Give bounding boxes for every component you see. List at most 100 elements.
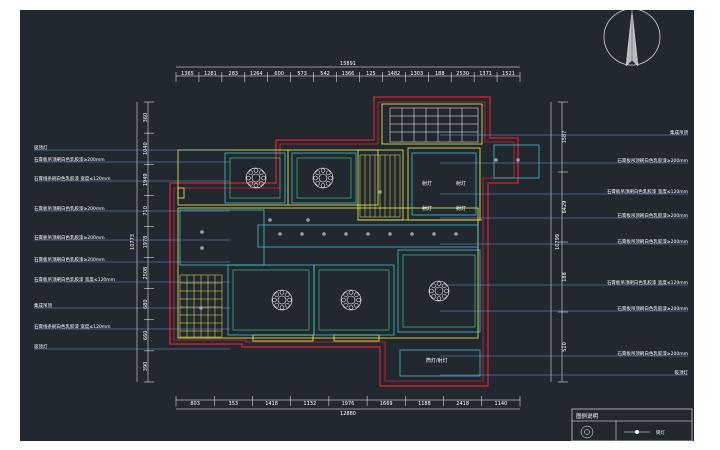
left-annotation-1: 吸顶灯 (34, 144, 48, 151)
right-dims-label: 510 (562, 342, 568, 352)
left-annotation-3: 石膏线条刷白色乳胶漆 宽度≤120mm (34, 175, 111, 182)
right-annotation-1: 集成吊顶 (670, 129, 688, 136)
top-overall-dim: 15891 (340, 61, 356, 67)
right-annotation-7: 石膏板吊顶刷白色乳胶漆≥200mm (617, 305, 688, 312)
lower-bath-grid (179, 274, 223, 338)
chandelier-icon (245, 167, 267, 189)
legend-downlight-icon (624, 430, 650, 434)
top-dims-label: 2530 (456, 71, 469, 77)
ceiling-panels (179, 144, 540, 377)
left-dims-label: 2508 (143, 267, 149, 280)
center-grid (359, 154, 401, 218)
right-dims-label: 8429 (562, 201, 568, 214)
left-annotation-5: 石膏板吊顶刷白色乳胶漆≥200mm (34, 234, 105, 241)
downlight-icon (344, 232, 348, 236)
right-dims-label: 1587 (562, 131, 568, 144)
right-annotation-9: 吸顶灯 (675, 369, 689, 376)
downlight-icon (454, 232, 458, 236)
downlight-icon (300, 232, 304, 236)
bottom-dim-segments: 803 353 1418 1132 1976 1669 1188 2418 1140 (175, 396, 521, 407)
left-annotation-8: 集成吊顶 (34, 302, 52, 309)
fixture-label-3: 射灯 (422, 205, 432, 212)
right-annotation-5: 石膏板吊顶刷白色乳胶漆≥200mm (617, 238, 688, 245)
top-dims-label: 573 (297, 71, 307, 77)
bottom-dims-label: 1188 (418, 401, 431, 407)
legend-box: 图例说明 筒灯 (571, 408, 693, 442)
inner-walls (177, 103, 483, 342)
downlight-icon (200, 246, 204, 250)
top-bath-grid (389, 107, 479, 143)
left-annotation-2: 石膏板吊顶刷白色乳胶漆≥200mm (34, 156, 105, 163)
right-annotation-6: 石膏板吊顶刷白色乳胶漆 宽度≤120mm (607, 279, 688, 286)
right-annotation-3: 石膏板吊顶刷白色乳胶漆 宽度≤120mm (607, 188, 688, 195)
downlight-icon (494, 158, 498, 162)
fixture-label-4: 射灯 (456, 205, 466, 212)
left-overall-dim: 10773 (130, 234, 136, 250)
bottom-dims-label: 2418 (456, 401, 469, 407)
top-dims-label: 125 (366, 71, 376, 77)
right-annotation-8: 石膏板吊顶刷白色乳胶漆≥200mm (617, 350, 688, 357)
outer-wall-outline (169, 96, 519, 387)
chandelier-fixtures (245, 167, 450, 311)
downlight-icon (322, 232, 326, 236)
left-annotation-7: 石膏板吊顶刷白色乳胶漆 宽度≤120mm (34, 276, 115, 283)
top-dims-label: 1521 (502, 71, 515, 77)
legend-title: 图例说明 (576, 412, 599, 420)
fixture-label-2: 射灯 (456, 180, 466, 187)
downlight-icon (306, 218, 310, 222)
left-annotation-4: 石膏板吊顶刷白色乳胶漆≥200mm (34, 205, 105, 212)
chandelier-icon (428, 280, 450, 302)
top-dims-label: 283 (229, 71, 239, 77)
top-dims-label: 542 (320, 71, 330, 77)
top-dims-label: 1482 (387, 71, 400, 77)
top-dims-label: 600 (274, 71, 284, 77)
left-annotation-10: 吸顶灯 (34, 343, 48, 350)
left-dims-label: 680 (143, 299, 149, 309)
chandelier-icon (271, 289, 293, 311)
left-annotation-9: 石膏线条刷白色乳胶漆 宽度≤120mm (34, 323, 111, 330)
left-dims-label: 360 (143, 113, 149, 123)
left-dims-label: 660 (143, 331, 149, 341)
bottom-dims-label: 353 (229, 401, 239, 407)
spot-lamp-labels: 射灯 射灯 射灯 射灯 筒灯/射灯 (422, 180, 466, 364)
bottom-dims-label: 1669 (380, 401, 393, 407)
right-annotation-2: 石膏板吊顶刷白色乳胶漆≥200mm (617, 157, 688, 164)
top-dims-label: 1281 (204, 71, 217, 77)
lamp-label: 筒灯/射灯 (426, 357, 448, 364)
bottom-dims-label: 1418 (265, 401, 278, 407)
bottom-dims-label: 1140 (495, 401, 508, 407)
downlight-icon (410, 232, 414, 236)
downlight-icon (268, 218, 272, 222)
bottom-dims-label: 1132 (303, 401, 316, 407)
legend-chandelier-icon (580, 425, 594, 439)
bottom-dims-label: 803 (190, 401, 200, 407)
left-dims-label: 390 (143, 362, 149, 372)
bottom-dims-label: 1976 (342, 401, 355, 407)
top-dims-label: 1365 (181, 71, 194, 77)
downlight-icon (200, 230, 204, 234)
chandelier-icon (340, 289, 362, 311)
left-dims-label: 1949 (143, 173, 149, 186)
downlight-icon (516, 158, 520, 162)
fixture-label-1: 射灯 (422, 180, 432, 187)
downlight-icon (388, 232, 392, 236)
left-dims-label: 1978 (143, 236, 149, 249)
north-arrow-icon (603, 8, 661, 67)
left-annotation-6: 石膏板吊顶刷白色乳胶漆≥200mm (34, 256, 105, 263)
top-dims-label: 1371 (479, 71, 492, 77)
top-dims-label: 1264 (250, 71, 263, 77)
chandelier-icon (312, 167, 334, 189)
downlight-icon (366, 232, 370, 236)
